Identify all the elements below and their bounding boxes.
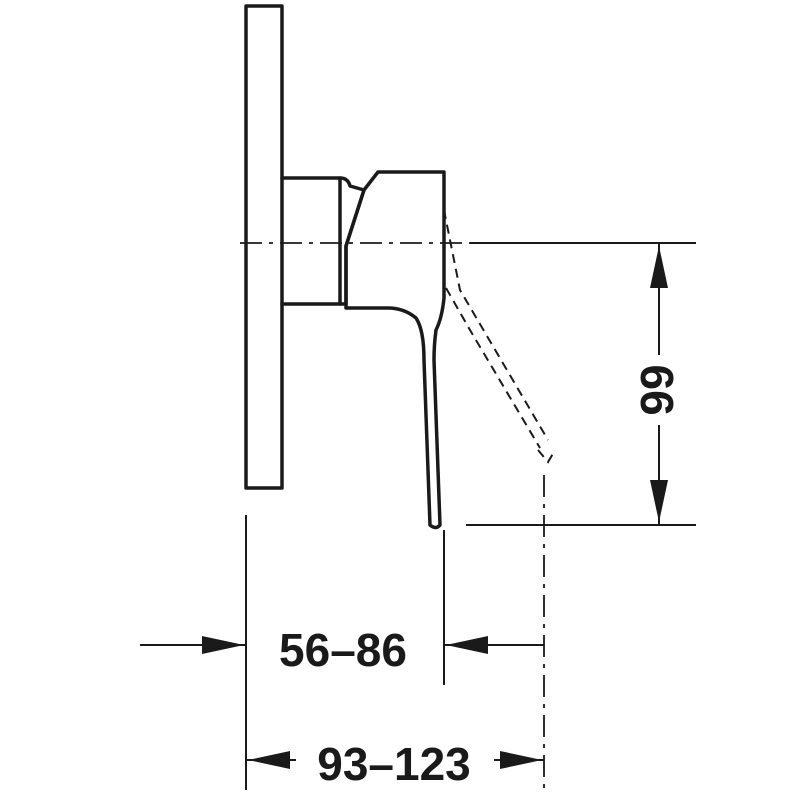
- height-arrow-up: [650, 246, 668, 288]
- dim2-label: 93–123: [317, 738, 471, 790]
- lever-alt-position: [443, 209, 555, 464]
- height-dimension-label: 99: [631, 364, 683, 415]
- dim1-label: 56–86: [279, 624, 407, 676]
- dim1-right-arrow: [446, 636, 488, 654]
- dim1-left-arrow: [202, 636, 244, 654]
- height-arrow-down: [650, 480, 668, 522]
- mixer-body: [280, 176, 366, 306]
- dim2-right-arrow: [500, 751, 542, 769]
- wall-plate: [244, 4, 284, 490]
- lever-handle: [344, 170, 446, 530]
- dim2-left-arrow: [248, 751, 290, 769]
